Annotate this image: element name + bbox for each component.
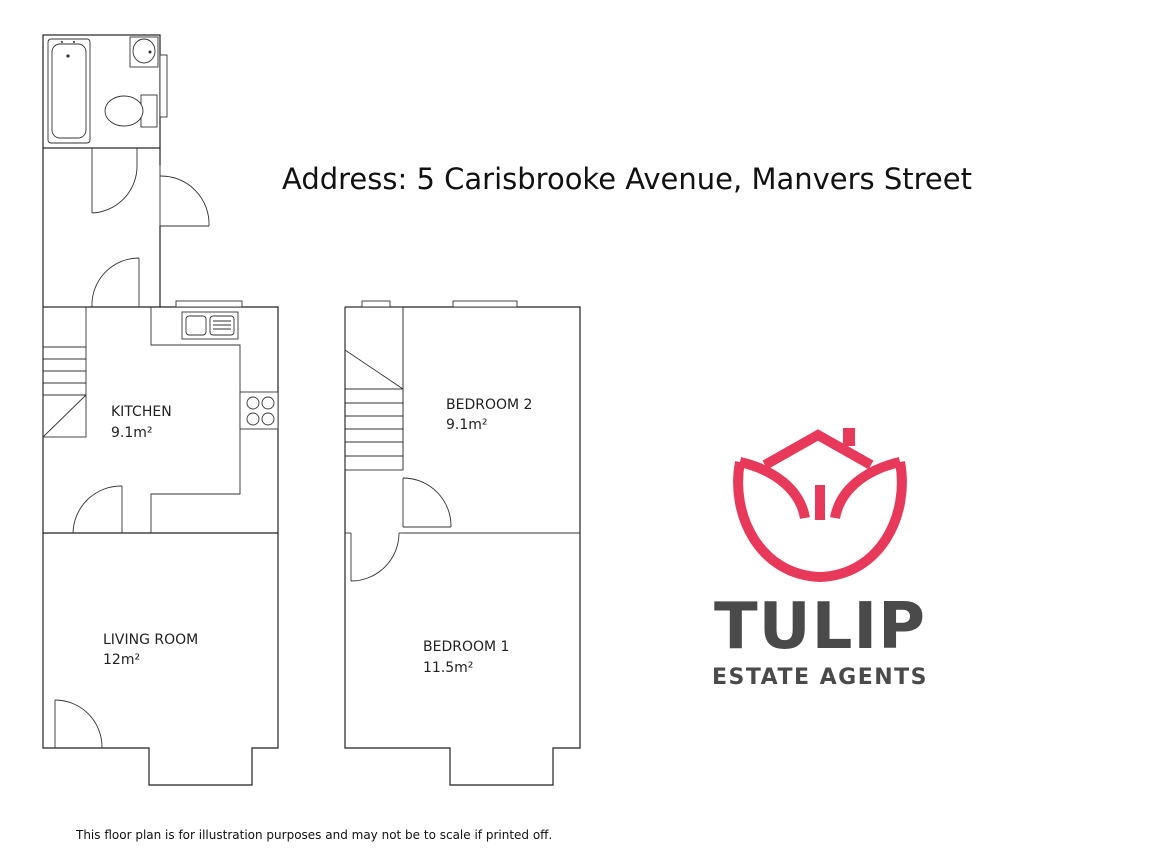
disclaimer: This floor plan is for illustration purp… — [76, 828, 553, 842]
first-floor-stairs — [344, 306, 404, 471]
living-room-area: 12m² — [103, 652, 140, 668]
living-room-label: LIVING ROOM — [103, 632, 198, 648]
kitchen-window — [175, 300, 243, 308]
kitchen-area: 9.1m² — [111, 425, 153, 441]
landing-window — [361, 300, 391, 308]
bath-icon — [47, 38, 91, 144]
bedroom-2-door — [402, 477, 452, 528]
bathroom-door — [91, 148, 138, 214]
basin-icon — [129, 36, 159, 68]
tulip-house-icon — [733, 428, 907, 583]
sink-icon — [181, 311, 239, 340]
toilet-icon — [104, 94, 158, 128]
bedroom-2-area: 9.1m² — [446, 417, 488, 433]
bedroom-2-window — [452, 300, 518, 308]
logo-name: TULIP — [713, 590, 927, 664]
outrigger-walls — [42, 148, 161, 308]
bedroom-1-area: 11.5m² — [423, 660, 473, 676]
ground-floor: KITCHEN 9.1m² LIVING ROOM 12m² — [42, 34, 279, 786]
first-floor-walls — [344, 306, 581, 786]
ground-stairs — [42, 306, 87, 438]
hall-door — [91, 257, 140, 308]
ground-floor-walls — [42, 306, 279, 786]
bathroom-shelf — [159, 54, 168, 118]
first-floor: BEDROOM 2 9.1m² BEDROOM 1 11.5m² — [344, 300, 581, 786]
front-door — [54, 699, 103, 749]
kitchen-label: KITCHEN — [111, 404, 172, 420]
back-door — [159, 165, 210, 227]
bedroom-1-door — [350, 532, 403, 582]
bedroom-2-label: BEDROOM 2 — [446, 397, 532, 413]
tulip-logo: TULIP ESTATE AGENTS — [700, 425, 940, 695]
bedroom-1-label: BEDROOM 1 — [423, 639, 509, 655]
property-address: Address: 5 Carisbrooke Avenue, Manvers S… — [282, 162, 972, 196]
logo-tagline: ESTATE AGENTS — [711, 665, 929, 690]
kitchen-living-door — [72, 485, 123, 534]
cooker-icon — [239, 391, 279, 430]
